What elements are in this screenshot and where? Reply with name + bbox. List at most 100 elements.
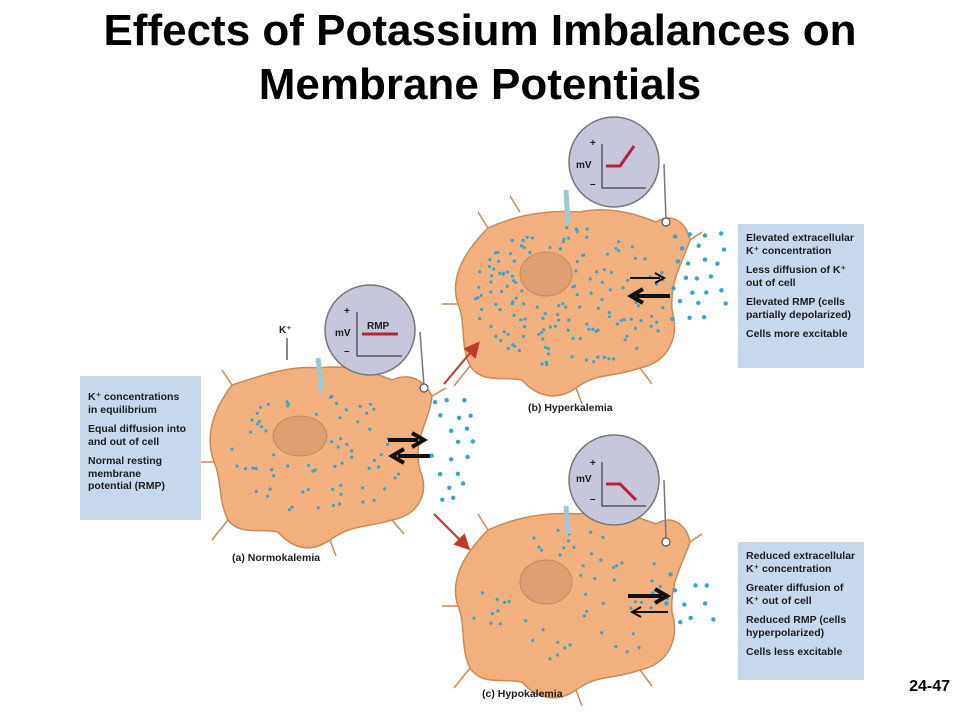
potassium-ion [330, 440, 334, 444]
potassium-ion [272, 474, 276, 478]
potassium-ion [567, 318, 571, 322]
potassium-ion [368, 427, 372, 431]
meter-minus: – [344, 346, 350, 357]
potassium-ion [464, 426, 470, 431]
potassium-ion [506, 346, 510, 350]
cell-body [454, 511, 691, 699]
potassium-ion [633, 600, 638, 604]
potassium-ion [614, 644, 618, 649]
potassium-ion [547, 352, 551, 356]
info-line: Elevated RMP (cells partially depolarize… [746, 296, 852, 321]
cell-body [454, 209, 691, 397]
potassium-ion [609, 270, 614, 275]
potassium-ion [372, 458, 376, 462]
potassium-ion [670, 316, 675, 322]
potassium-ion [585, 235, 589, 239]
potassium-ion [290, 505, 294, 509]
potassium-ion [285, 400, 289, 404]
potassium-ion [600, 280, 604, 284]
potassium-ion [514, 296, 518, 300]
electrode-probe [563, 505, 571, 535]
potassium-ion [612, 578, 616, 582]
potassium-ion [649, 606, 653, 610]
potassium-ion [344, 408, 348, 412]
potassium-ion [619, 319, 623, 323]
info-line: Normal resting membrane potential (RMP) [88, 455, 165, 492]
potassium-ion [287, 508, 291, 512]
arrow-in-icon [629, 606, 668, 618]
cell-normokalemia [198, 366, 447, 557]
meter-rmp-label: RMP [367, 321, 390, 332]
potassium-ion [521, 238, 525, 242]
potassium-ion [476, 296, 480, 300]
title-line-1: Effects of Potassium Imbalances on [103, 6, 857, 55]
potassium-ion [562, 546, 566, 550]
potassium-ion [333, 464, 337, 468]
potassium-ion [548, 245, 552, 249]
potassium-ion [546, 346, 550, 351]
potassium-ion [687, 232, 692, 237]
arrow-out-icon [388, 431, 428, 449]
potassium-ion [455, 439, 461, 444]
potassium-ion [541, 337, 545, 341]
potassium-ion [570, 355, 574, 359]
potassium-ion [649, 324, 653, 328]
potassium-ion [490, 274, 494, 278]
potassium-ion [489, 280, 493, 284]
potassium-ion [679, 246, 685, 251]
ions-inside-a [230, 394, 414, 512]
potassium-ion [513, 344, 517, 348]
potassium-ion [629, 317, 633, 321]
potassium-ion [339, 483, 343, 487]
potassium-ion [548, 657, 552, 661]
potassium-ion [462, 398, 467, 403]
potassium-ion [652, 562, 656, 566]
potassium-ion [451, 495, 456, 500]
potassium-ion [556, 640, 560, 645]
potassium-ion [230, 447, 234, 451]
potassium-ion [639, 319, 643, 323]
info-line: Equal diffusion into and out of cell [88, 423, 186, 448]
potassium-ion [502, 271, 506, 275]
potassium-ion [266, 402, 270, 406]
meter-mv-label: mV [576, 474, 592, 485]
potassium-ion [535, 305, 539, 309]
potassium-ion [383, 487, 387, 491]
potassium-ion [543, 345, 548, 349]
potassium-ion [715, 261, 720, 266]
potassium-ion [330, 394, 334, 398]
potassium-ion [651, 591, 655, 595]
potassium-ion [524, 619, 528, 623]
potassium-ion [608, 315, 612, 319]
potassium-ion [251, 466, 255, 470]
info-line: Less diffusion of K⁺ out of cell [746, 264, 847, 289]
meter-plus: + [590, 138, 596, 149]
potassium-ion [254, 489, 258, 494]
potassium-ion [345, 442, 349, 446]
potassium-ion [661, 306, 665, 310]
potassium-ion [579, 573, 583, 577]
potassium-ion [522, 245, 526, 250]
potassium-ion [266, 494, 270, 498]
potassium-ion [702, 257, 708, 262]
potassium-ion [555, 653, 560, 657]
potassium-ion [593, 577, 597, 581]
info-box-normokalemia: K⁺ concentrations in equilibrium Equal d… [80, 376, 201, 520]
potassium-ion [512, 313, 516, 317]
cell-process [442, 513, 703, 707]
potassium-ion [512, 259, 516, 263]
info-line: Cells more excitable [746, 328, 848, 340]
potassium-ion [523, 317, 527, 321]
potassium-ion [498, 308, 502, 312]
info-box-hypokalemia: Reduced extracellular K⁺ concentration G… [738, 542, 864, 680]
ions-outside-b [670, 231, 728, 322]
potassium-ion [658, 584, 662, 588]
potassium-ion [496, 609, 500, 613]
potassium-ion [539, 548, 544, 552]
potassium-ion [561, 240, 565, 244]
potassium-ion [358, 404, 362, 408]
potassium-ion [625, 650, 629, 654]
potassium-ion [432, 399, 438, 405]
potassium-ion [581, 564, 585, 568]
potassium-ion [307, 463, 311, 467]
